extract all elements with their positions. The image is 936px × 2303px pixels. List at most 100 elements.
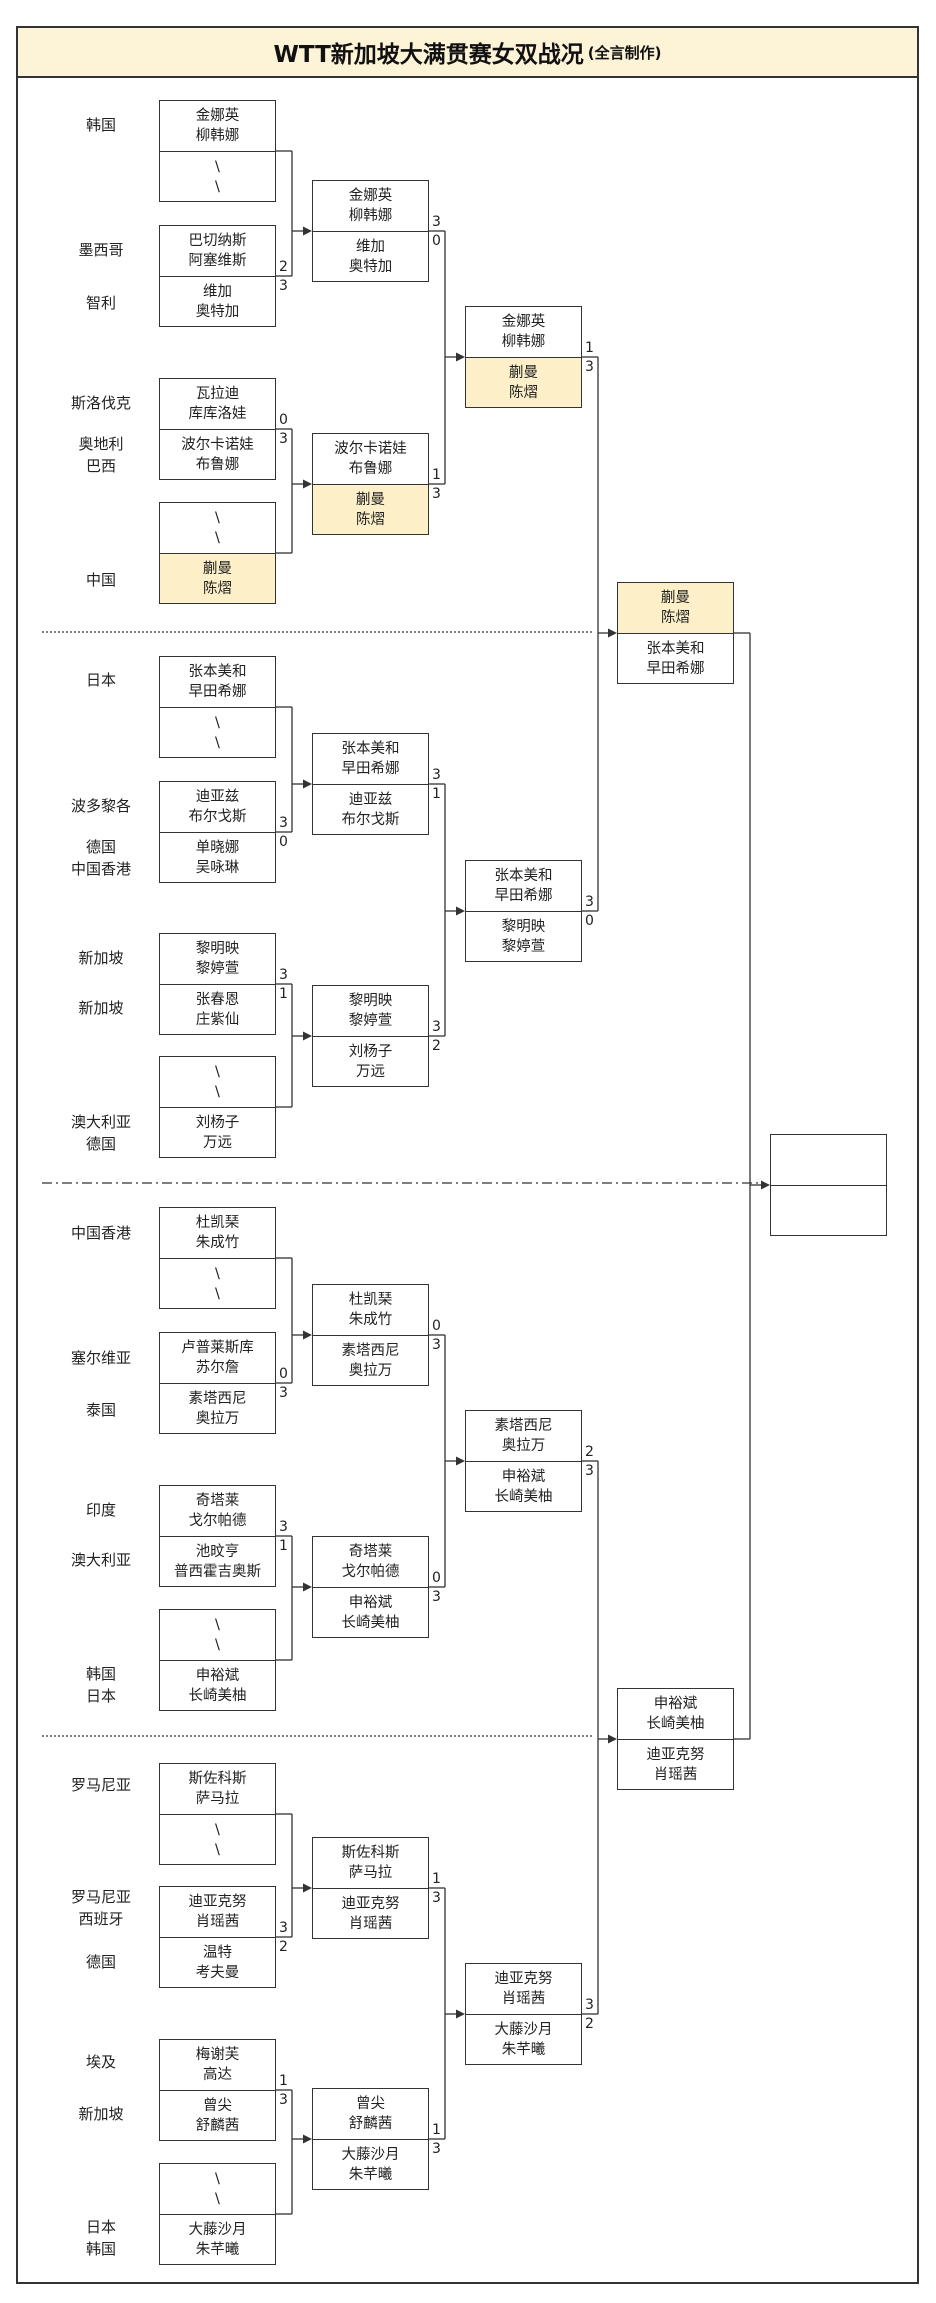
player-pair-a: 曾尖舒麟茜 — [313, 2089, 428, 2139]
score-a: 1 — [432, 1871, 441, 1887]
player-name: 戈尔帕德 — [341, 1564, 400, 1580]
score-b: 3 — [585, 359, 594, 375]
country-label: 韩国 — [41, 114, 161, 136]
score-a: 3 — [279, 1920, 288, 1936]
player-name: 萨马拉 — [348, 1865, 393, 1881]
score-b: 3 — [279, 2092, 288, 2108]
player-name: 柳韩娜 — [195, 128, 240, 144]
player-pair-b: 曾尖舒麟茜 — [160, 2090, 275, 2140]
player-name: \ — [215, 510, 220, 526]
player-pair-a: 奇塔莱戈尔帕德 — [160, 1486, 275, 1536]
score-b: 1 — [432, 786, 441, 802]
player-pair-b: 刘杨子万远 — [313, 1036, 428, 1086]
match-box: 迪亚克努肖瑶茜大藤沙月朱芊曦 — [465, 1963, 582, 2065]
score-b: 3 — [432, 2141, 441, 2157]
match-box: \\申裕斌长崎美柚 — [159, 1609, 276, 1711]
country-name: 德国 — [85, 1953, 116, 1971]
match-box: 申裕斌长崎美柚迪亚克努肖瑶茜 — [617, 1688, 734, 1790]
country-label: 斯洛伐克 — [41, 392, 161, 414]
country-name: 新加坡 — [78, 949, 124, 967]
player-pair-b: 迪亚克努肖瑶茜 — [618, 1739, 733, 1789]
player-name: 肖瑶茜 — [653, 1766, 698, 1783]
title-main: WTT新加坡大满贯赛女双战况 — [273, 42, 584, 68]
page-title: WTT新加坡大满贯赛女双战况 (全言制作) — [16, 26, 919, 78]
player-pair-a: 斯佐科斯萨马拉 — [313, 1838, 428, 1888]
country-label: 中国香港 — [41, 1222, 161, 1244]
player-pair-b — [771, 1185, 886, 1235]
player-pair-b: 蒯曼陈熠 — [466, 357, 581, 407]
player-name: 申裕斌 — [653, 1696, 698, 1712]
player-name: 萨马拉 — [195, 1791, 240, 1807]
player-name: 奇塔莱 — [195, 1493, 240, 1509]
player-name: 早田希娜 — [341, 761, 400, 777]
player-name: 温特 — [203, 1944, 232, 1961]
arrow-icon — [303, 1031, 312, 1041]
player-name: 金娜英 — [195, 108, 240, 124]
player-pair-a — [771, 1135, 886, 1185]
score-b: 0 — [279, 834, 288, 850]
player-name: 陈熠 — [509, 384, 538, 401]
player-name: 高达 — [203, 2067, 232, 2083]
player-name: 肖瑶茜 — [501, 1991, 546, 2007]
player-name: 金娜英 — [501, 314, 546, 330]
player-pair-b: 单晓娜吴咏琳 — [160, 832, 275, 882]
player-pair-a: 梅谢芙高达 — [160, 2040, 275, 2090]
player-name: 朱芊曦 — [195, 2241, 240, 2258]
player-name: 迪亚兹 — [195, 789, 240, 805]
match-box: 蒯曼陈熠张本美和早田希娜 — [617, 582, 734, 684]
player-name: 朱成竹 — [348, 1312, 393, 1328]
match-box: 波尔卡诺娃布鲁娜蒯曼陈熠 — [312, 433, 429, 535]
score-a: 3 — [585, 1997, 594, 2013]
player-name: 曾尖 — [356, 2096, 385, 2112]
score-b: 3 — [432, 486, 441, 502]
match-box: 张本美和早田希娜迪亚兹布尔戈斯 — [312, 733, 429, 835]
player-name: \ — [215, 1084, 220, 1100]
country-label: 新加坡 — [41, 947, 161, 969]
country-label: 澳大利亚德国 — [41, 1111, 161, 1155]
country-name: 奥地利 — [78, 435, 124, 453]
country-name: 印度 — [85, 1501, 116, 1519]
player-pair-a: \\ — [160, 1610, 275, 1660]
score-a: 3 — [432, 767, 441, 783]
player-pair-a: \\ — [160, 2164, 275, 2214]
country-label: 韩国日本 — [41, 1663, 161, 1707]
match-box: 奇塔莱戈尔帕德池旼亨普西霍吉奥斯 — [159, 1485, 276, 1587]
player-pair-a: 张本美和早田希娜 — [160, 657, 275, 707]
player-name: 柳韩娜 — [501, 334, 546, 350]
player-name: 苏尔詹 — [195, 1360, 240, 1376]
player-pair-b: 维加奥特加 — [313, 231, 428, 281]
score-b: 0 — [432, 233, 441, 249]
player-name: \ — [215, 178, 220, 195]
player-pair-b: 申裕斌长崎美柚 — [160, 1660, 275, 1710]
player-pair-b: 池旼亨普西霍吉奥斯 — [160, 1536, 275, 1586]
player-pair-b: 申裕斌长崎美柚 — [313, 1587, 428, 1637]
player-name: 杜凯琹 — [195, 1215, 240, 1231]
match-box: 素塔西尼奥拉万申裕斌长崎美柚 — [465, 1410, 582, 1512]
country-name: 西班牙 — [78, 1910, 124, 1928]
player-pair-a: 申裕斌长崎美柚 — [618, 1689, 733, 1739]
score-b: 1 — [279, 1538, 288, 1554]
player-pair-a: \\ — [160, 1057, 275, 1107]
player-name: 布鲁娜 — [195, 456, 240, 473]
arrow-icon — [456, 906, 465, 916]
arrow-icon — [608, 628, 617, 638]
country-label: 奥地利巴西 — [41, 433, 161, 477]
match-box: 曾尖舒麟茜大藤沙月朱芊曦 — [312, 2088, 429, 2190]
country-name: 中国香港 — [70, 860, 131, 878]
country-name: 澳大利亚 — [70, 1113, 131, 1131]
player-name: 陈熠 — [203, 580, 232, 597]
score-b: 3 — [432, 1337, 441, 1353]
score-b: 3 — [279, 278, 288, 294]
country-label: 塞尔维亚 — [41, 1347, 161, 1369]
player-name: 刘杨子 — [348, 1043, 393, 1060]
score-b: 1 — [279, 986, 288, 1002]
player-pair-b: 迪亚兹布尔戈斯 — [313, 784, 428, 834]
player-pair-a: 杜凯琹朱成竹 — [160, 1208, 275, 1258]
player-pair-a: 斯佐科斯萨马拉 — [160, 1764, 275, 1814]
player-name: 维加 — [203, 283, 232, 300]
player-name: 瓦拉迪 — [195, 386, 240, 402]
player-name: 陈熠 — [661, 610, 690, 626]
player-pair-a: \\ — [160, 503, 275, 553]
player-pair-b: \\ — [160, 1814, 275, 1864]
